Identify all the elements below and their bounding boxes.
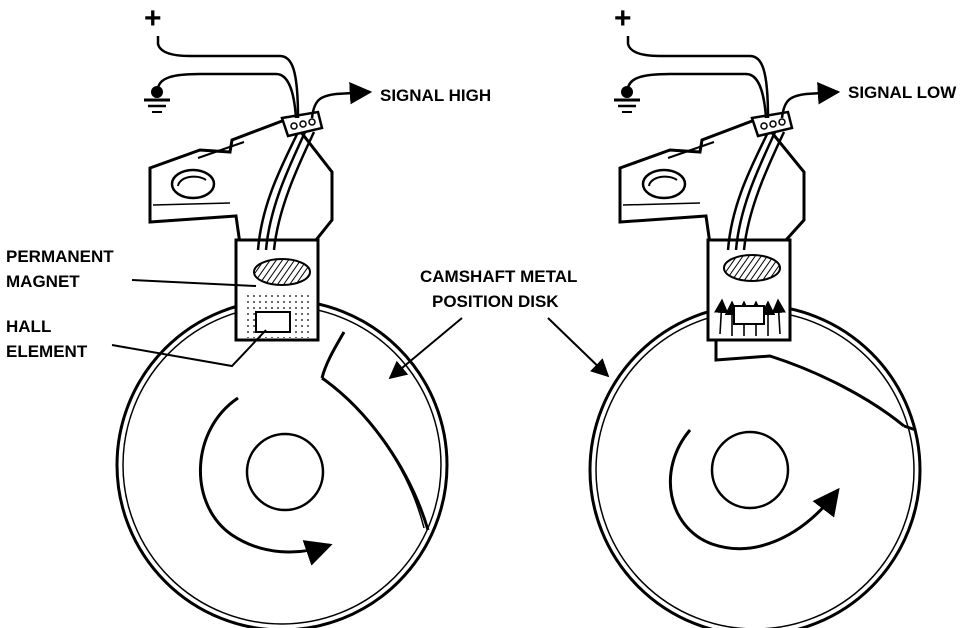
right-ground-wire (626, 72, 768, 119)
right-mount-hole (641, 168, 687, 200)
left-mount-hole (170, 168, 216, 200)
right-sensor-body (618, 110, 806, 342)
left-camshaft-disk (115, 298, 449, 628)
disk-leader-left (388, 317, 463, 380)
right-permanent-magnet (723, 254, 781, 282)
right-hall-element (733, 305, 765, 325)
left-hall-element (255, 311, 291, 333)
left-permanent-magnet (253, 258, 311, 286)
left-ground-wire (156, 72, 298, 119)
right-ground-icon (614, 86, 640, 113)
magnet-leader (131, 279, 257, 287)
hall-leader (111, 329, 267, 368)
disk-label-line1: CAMSHAFT METAL (420, 267, 577, 286)
disk-label-line2: POSITION DISK (432, 292, 559, 311)
right-camshaft-disk (588, 303, 922, 628)
left-sensor-assembly: + SIGNAL HIGH PERMANENT MAGNET HALL ELEM… (6, 2, 491, 628)
right-power-wire (626, 36, 770, 119)
left-signal-wire (310, 81, 373, 119)
left-rotation-arrow (199, 396, 333, 566)
left-signal-label: SIGNAL HIGH (380, 86, 491, 105)
left-ground-icon (144, 86, 170, 113)
disk-leader-right (547, 317, 610, 378)
right-signal-wire (780, 82, 841, 119)
left-power-label: + (144, 2, 162, 35)
left-disk-hub (245, 432, 325, 512)
right-sensor-assembly: + SIGNAL LOW (588, 2, 957, 628)
left-sensor-body (148, 110, 334, 342)
left-power-wire (156, 36, 300, 119)
magnet-label-line2: MAGNET (6, 272, 80, 291)
right-disk-hub (710, 430, 790, 510)
right-power-label: + (614, 2, 632, 35)
right-rotation-arrow (668, 429, 840, 551)
right-signal-label: SIGNAL LOW (848, 83, 957, 102)
hall-label-line1: HALL (6, 317, 51, 336)
hall-label-line2: ELEMENT (6, 342, 88, 361)
magnet-label-line1: PERMANENT (6, 247, 114, 266)
